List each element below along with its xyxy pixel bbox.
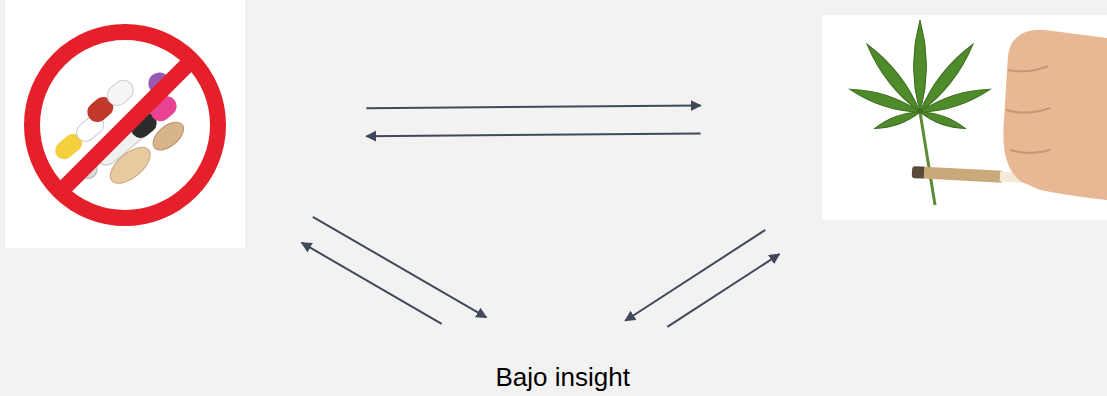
arrow-connector	[313, 217, 486, 318]
node-text: Bajo insight	[496, 363, 630, 393]
cannabis-icon	[822, 15, 1107, 220]
no-drugs-icon	[5, 0, 245, 248]
icon-node	[5, 0, 245, 248]
arrow-connector	[302, 243, 442, 324]
arrow-connector	[625, 230, 765, 321]
arrow-connector	[366, 106, 700, 109]
arrow-connector	[667, 254, 779, 327]
text-node: Bajo insight	[492, 361, 634, 395]
icon-node	[822, 15, 1107, 220]
arrow-connector	[366, 134, 700, 137]
